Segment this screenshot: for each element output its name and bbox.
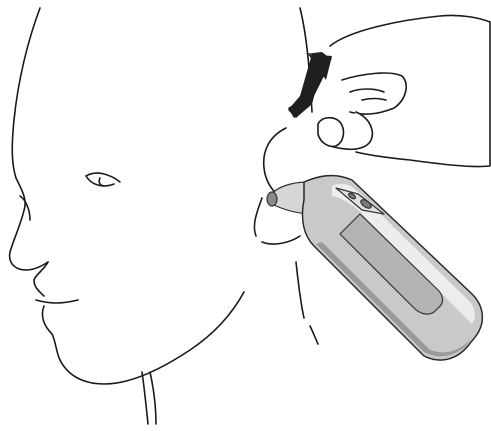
- head-outline-icon: [10, 8, 262, 424]
- ear-icon: [262, 8, 318, 344]
- hand-icon: [318, 15, 490, 166]
- ear-thermometer-icon: [267, 176, 482, 361]
- up-back-arrow-icon: [288, 52, 332, 118]
